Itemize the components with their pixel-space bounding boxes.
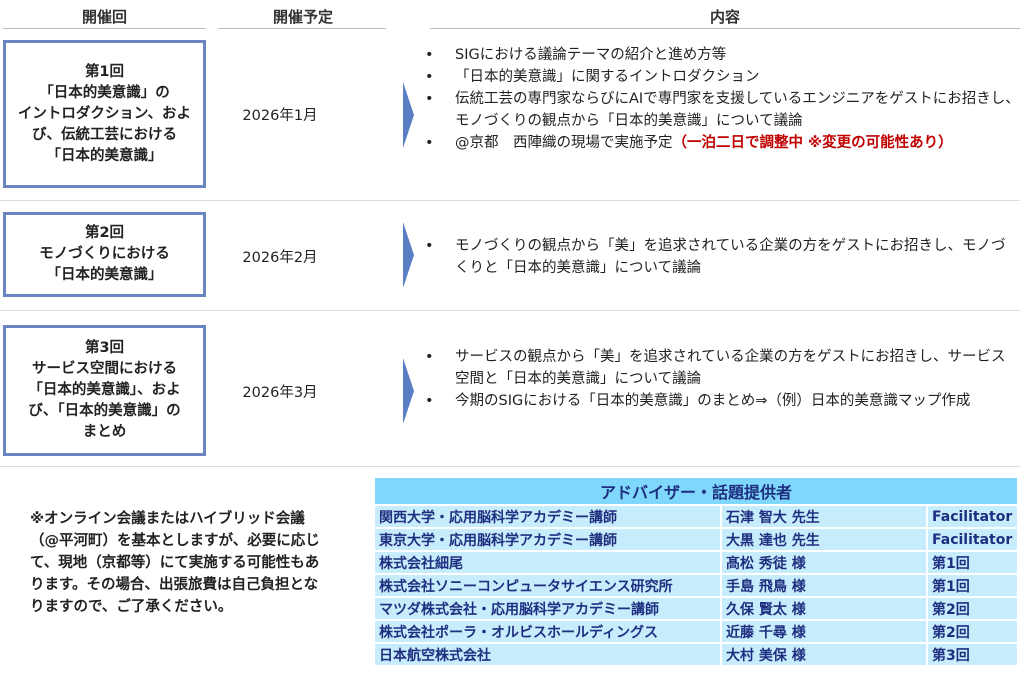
list-item: 伝統工芸の専門家ならびにAIで専門家を支援しているエンジニアをゲストにお招きし、… <box>425 88 1020 132</box>
list-item: @京都 西陣織の現場で実施予定（一泊二日で調整中 ※変更の可能性あり） <box>425 132 1020 154</box>
organization-cell: 株式会社細尾 <box>373 550 722 575</box>
session-3-date: 2026年3月 <box>242 385 318 401</box>
session-2-date: 2026年2月 <box>242 250 318 266</box>
name-cell: 髙松 秀徒 様 <box>720 550 928 575</box>
session-2-content: モノづくりの観点から「美」を追求されている企業の方をゲストにお招きし、モノづくり… <box>425 235 1020 279</box>
table-row: マツダ株式会社・応用脳科学アカデミー講師久保 賢太 様第2回 <box>373 596 1019 621</box>
venue-text: @京都 西陣織の現場で実施予定 <box>455 135 673 151</box>
list-item: 「日本的美意識」に関するイントロダクション <box>425 66 1020 88</box>
table-row: 株式会社ソニーコンピュータサイエンス研究所手島 飛鳥 様第1回 <box>373 573 1019 598</box>
header-session: 開催回 <box>81 8 127 26</box>
organization-cell: マツダ株式会社・応用脳科学アカデミー講師 <box>373 596 722 621</box>
name-cell: 久保 賢太 様 <box>720 596 928 621</box>
note-text: ※オンライン会議またはハイブリッド会議（@平河町）を基本としますが、必要に応じて… <box>30 511 320 615</box>
table-row: 日本航空株式会社大村 美保 様第3回 <box>373 642 1019 667</box>
divider <box>0 466 1020 467</box>
name-cell: 手島 飛鳥 様 <box>720 573 928 598</box>
venue-note: （一泊二日で調整中 ※変更の可能性あり） <box>672 135 953 151</box>
divider <box>218 28 386 29</box>
arrow-icon <box>403 358 414 424</box>
advisors-title: アドバイザー・話題提供者 <box>373 476 1019 506</box>
list-item: モノづくりの観点から「美」を追求されている企業の方をゲストにお招きし、モノづくり… <box>425 235 1020 279</box>
list-item: サービスの観点から「美」を追求されている企業の方をゲストにお招きし、サービス空間… <box>425 346 1020 390</box>
name-cell: 近藤 千尋 様 <box>720 619 928 644</box>
header-schedule: 開催予定 <box>272 8 333 26</box>
organization-cell: 東京大学・応用脳科学アカデミー講師 <box>373 527 722 552</box>
arrow-icon <box>403 82 414 148</box>
table-row: 株式会社ポーラ・オルビスホールディングス近藤 千尋 様第2回 <box>373 619 1019 644</box>
role-cell: Facilitator <box>926 527 1019 552</box>
header-content: 内容 <box>709 8 740 26</box>
divider <box>3 28 206 29</box>
list-item: SIGにおける議論テーマの紹介と進め方等 <box>425 44 1020 66</box>
arrow-icon <box>403 222 414 288</box>
organization-cell: 株式会社ポーラ・オルビスホールディングス <box>373 619 722 644</box>
role-cell: 第1回 <box>926 550 1019 575</box>
role-cell: 第2回 <box>926 619 1019 644</box>
table-row: 株式会社細尾髙松 秀徒 様第1回 <box>373 550 1019 575</box>
divider <box>0 310 1020 311</box>
session-3-content: サービスの観点から「美」を追求されている企業の方をゲストにお招きし、サービス空間… <box>425 346 1020 412</box>
organization-cell: 日本航空株式会社 <box>373 642 722 667</box>
session-2-box: 第2回 モノづくりにおける 「日本的美意識」 <box>3 212 206 297</box>
name-cell: 大村 美保 様 <box>720 642 928 667</box>
session-1-box: 第1回 「日本的美意識」の イントロダクション、およ び、伝統工芸における 「日… <box>3 40 206 188</box>
name-cell: 大黒 達也 先生 <box>720 527 928 552</box>
role-cell: 第2回 <box>926 596 1019 621</box>
list-item: 今期のSIGにおける「日本的美意識」のまとめ⇒（例）日本的美意識マップ作成 <box>425 390 1020 412</box>
session-1-date: 2026年1月 <box>242 108 318 124</box>
divider <box>430 28 1020 29</box>
role-cell: 第1回 <box>926 573 1019 598</box>
session-3-box: 第3回 サービス空間における 「日本的美意識」、およ び、「日本的美意識」の ま… <box>3 325 206 456</box>
organization-cell: 株式会社ソニーコンピュータサイエンス研究所 <box>373 573 722 598</box>
role-cell: Facilitator <box>926 504 1019 529</box>
name-cell: 石津 智大 先生 <box>720 504 928 529</box>
session-1-content: SIGにおける議論テーマの紹介と進め方等 「日本的美意識」に関するイントロダクシ… <box>425 44 1020 154</box>
organization-cell: 関西大学・応用脳科学アカデミー講師 <box>373 504 722 529</box>
divider <box>0 200 1020 201</box>
role-cell: 第3回 <box>926 642 1019 667</box>
